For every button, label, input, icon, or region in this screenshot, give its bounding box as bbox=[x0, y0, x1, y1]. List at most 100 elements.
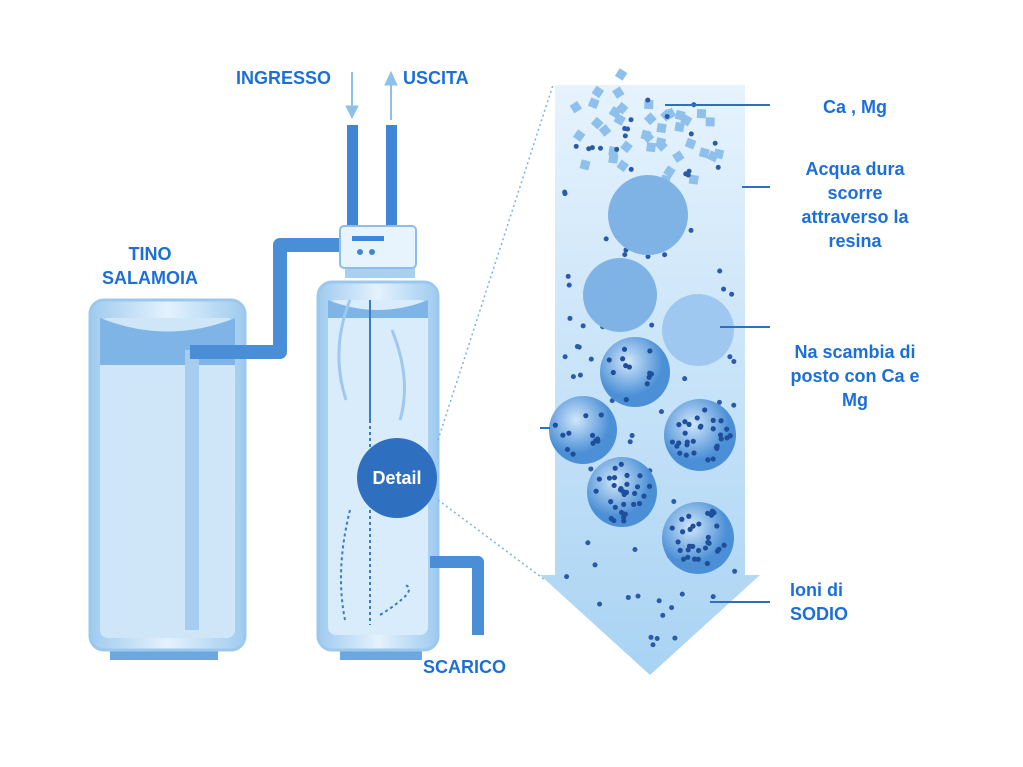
sodium-ion bbox=[597, 601, 603, 607]
bound-sodium-ion bbox=[705, 539, 711, 545]
sodium-ion bbox=[679, 591, 685, 597]
sodium-ion bbox=[721, 286, 727, 292]
ca-mg-particle bbox=[674, 109, 686, 121]
sodium-ion bbox=[671, 498, 677, 504]
sodium-ion bbox=[603, 236, 609, 242]
hard-water-label-line: resina bbox=[828, 231, 882, 251]
bound-sodium-ion bbox=[685, 547, 691, 553]
ca-mg-particle bbox=[615, 101, 629, 115]
ca-mg-particle bbox=[587, 97, 600, 110]
sodium-ion bbox=[573, 143, 579, 149]
bound-sodium-ion bbox=[620, 489, 626, 495]
sodium-ion bbox=[656, 598, 662, 604]
bound-sodium-ion bbox=[623, 397, 629, 403]
hard-water-label: Acqua dura scorre attraverso la resina bbox=[775, 157, 935, 253]
bound-sodium-ion bbox=[623, 363, 629, 369]
brine-tank-label-line: SALAMOIA bbox=[102, 268, 198, 288]
bound-sodium-ion bbox=[621, 518, 627, 524]
bound-sodium-ion bbox=[589, 432, 596, 438]
bound-sodium-ion bbox=[714, 523, 720, 529]
resin-bead bbox=[608, 175, 688, 255]
bound-sodium-ion bbox=[724, 426, 730, 432]
bound-sodium-ion bbox=[718, 418, 724, 424]
bound-sodium-ion bbox=[702, 407, 708, 413]
bound-sodium-ion bbox=[695, 556, 701, 562]
sodium-ion bbox=[717, 268, 723, 274]
bound-sodium-ion bbox=[606, 357, 612, 363]
control-valve-head bbox=[339, 225, 417, 278]
bound-sodium-ion bbox=[679, 516, 685, 522]
brine-pipe bbox=[190, 238, 345, 359]
ca-mg-particle bbox=[672, 150, 685, 163]
bound-sodium-ion bbox=[674, 443, 680, 449]
sodium-ion bbox=[729, 291, 735, 297]
sodium-ion bbox=[688, 227, 694, 233]
ca-mg-particle bbox=[608, 153, 619, 164]
bound-sodium-ion bbox=[611, 482, 617, 489]
bound-sodium-ion bbox=[683, 452, 689, 458]
bound-sodium-ion bbox=[682, 430, 688, 436]
sodium-ion bbox=[585, 540, 591, 546]
bound-sodium-ion bbox=[583, 413, 589, 419]
bound-sodium-ion bbox=[710, 456, 716, 462]
sodium-ion bbox=[592, 562, 598, 568]
bound-sodium-ion bbox=[624, 481, 630, 487]
sodium-ion bbox=[628, 166, 634, 172]
bound-sodium-ion bbox=[718, 436, 724, 442]
sodium-ion bbox=[712, 140, 718, 146]
bound-sodium-ion bbox=[679, 529, 686, 535]
bound-sodium-ion bbox=[564, 446, 571, 453]
sodium-ion bbox=[629, 433, 635, 439]
outlet-label: USCITA bbox=[403, 68, 469, 88]
sodium-ion bbox=[628, 117, 634, 123]
bound-sodium-ion bbox=[680, 556, 687, 562]
bound-sodium-ion bbox=[608, 515, 614, 522]
ca-mg-particle bbox=[640, 129, 652, 141]
bound-sodium-ion bbox=[698, 423, 704, 429]
sodium-label-line: Ioni di bbox=[790, 580, 843, 600]
sodium-label: Ioni di SODIO bbox=[790, 578, 848, 626]
ca-mg-particle bbox=[620, 140, 633, 154]
bound-sodium-ion bbox=[717, 432, 724, 438]
outlet-arrow-icon bbox=[384, 70, 398, 120]
bound-sodium-ion bbox=[684, 442, 690, 448]
sodium-ion bbox=[576, 344, 582, 350]
zoom-line-bottom bbox=[437, 499, 546, 581]
exchange-label-line: posto con Ca e bbox=[790, 366, 920, 386]
bound-sodium-ion bbox=[611, 475, 618, 481]
bound-sodium-ion bbox=[566, 430, 572, 436]
ca-mg-particle bbox=[590, 116, 604, 130]
bound-sodium-ion bbox=[646, 483, 653, 489]
ca-mg-particle bbox=[707, 150, 720, 163]
ca-mg-particle bbox=[643, 112, 657, 126]
bound-sodium-ion bbox=[637, 473, 643, 479]
bound-sodium-ion bbox=[621, 501, 627, 507]
sodium-ion bbox=[716, 399, 722, 405]
bound-sodium-ion bbox=[716, 546, 722, 552]
sodium-ion bbox=[597, 145, 603, 151]
hard-water-label-line: attraverso la bbox=[801, 207, 909, 227]
exchange-label: Na scambia di posto con Ca e Mg bbox=[775, 340, 935, 412]
ca-mg-particle bbox=[614, 68, 628, 81]
hard-water-label-line: scorre bbox=[827, 183, 883, 203]
bound-sodium-ion bbox=[618, 509, 625, 516]
bound-sodium-ion bbox=[677, 450, 683, 456]
sodium-ion bbox=[682, 376, 688, 382]
sodium-ion bbox=[645, 97, 651, 103]
bound-sodium-ion bbox=[610, 369, 616, 376]
resin-beads bbox=[549, 175, 736, 574]
bound-sodium-ion bbox=[685, 554, 691, 560]
bound-sodium-ion bbox=[682, 419, 688, 425]
bound-sodium-ion bbox=[641, 493, 647, 499]
bound-sodium-ion bbox=[634, 484, 641, 490]
inlet-pipe bbox=[347, 125, 358, 227]
bound-sodium-ion bbox=[595, 438, 601, 444]
brine-tank bbox=[88, 298, 247, 660]
sodium-ion bbox=[622, 252, 628, 258]
bound-sodium-ion bbox=[612, 504, 618, 510]
inlet-arrow-icon bbox=[345, 72, 359, 120]
ca-mg-label: Ca , Mg bbox=[822, 97, 887, 117]
bound-sodium-ion bbox=[710, 426, 716, 432]
ca-mg-particle bbox=[616, 159, 629, 173]
bound-sodium-ion bbox=[694, 415, 700, 421]
